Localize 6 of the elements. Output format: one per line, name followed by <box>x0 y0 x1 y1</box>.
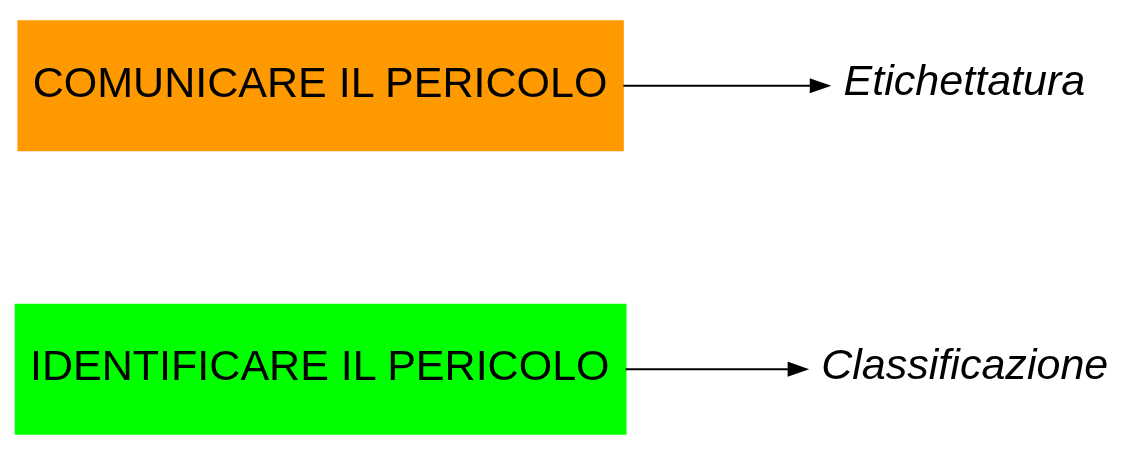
arrow <box>622 77 832 93</box>
node-text: Classificazione <box>821 339 1109 388</box>
node-box: COMUNICARE IL PERICOLO <box>17 19 624 151</box>
node-box: IDENTIFICARE IL PERICOLO <box>14 303 627 435</box>
node-text: Etichettatura <box>843 55 1086 104</box>
arrow <box>624 361 810 377</box>
